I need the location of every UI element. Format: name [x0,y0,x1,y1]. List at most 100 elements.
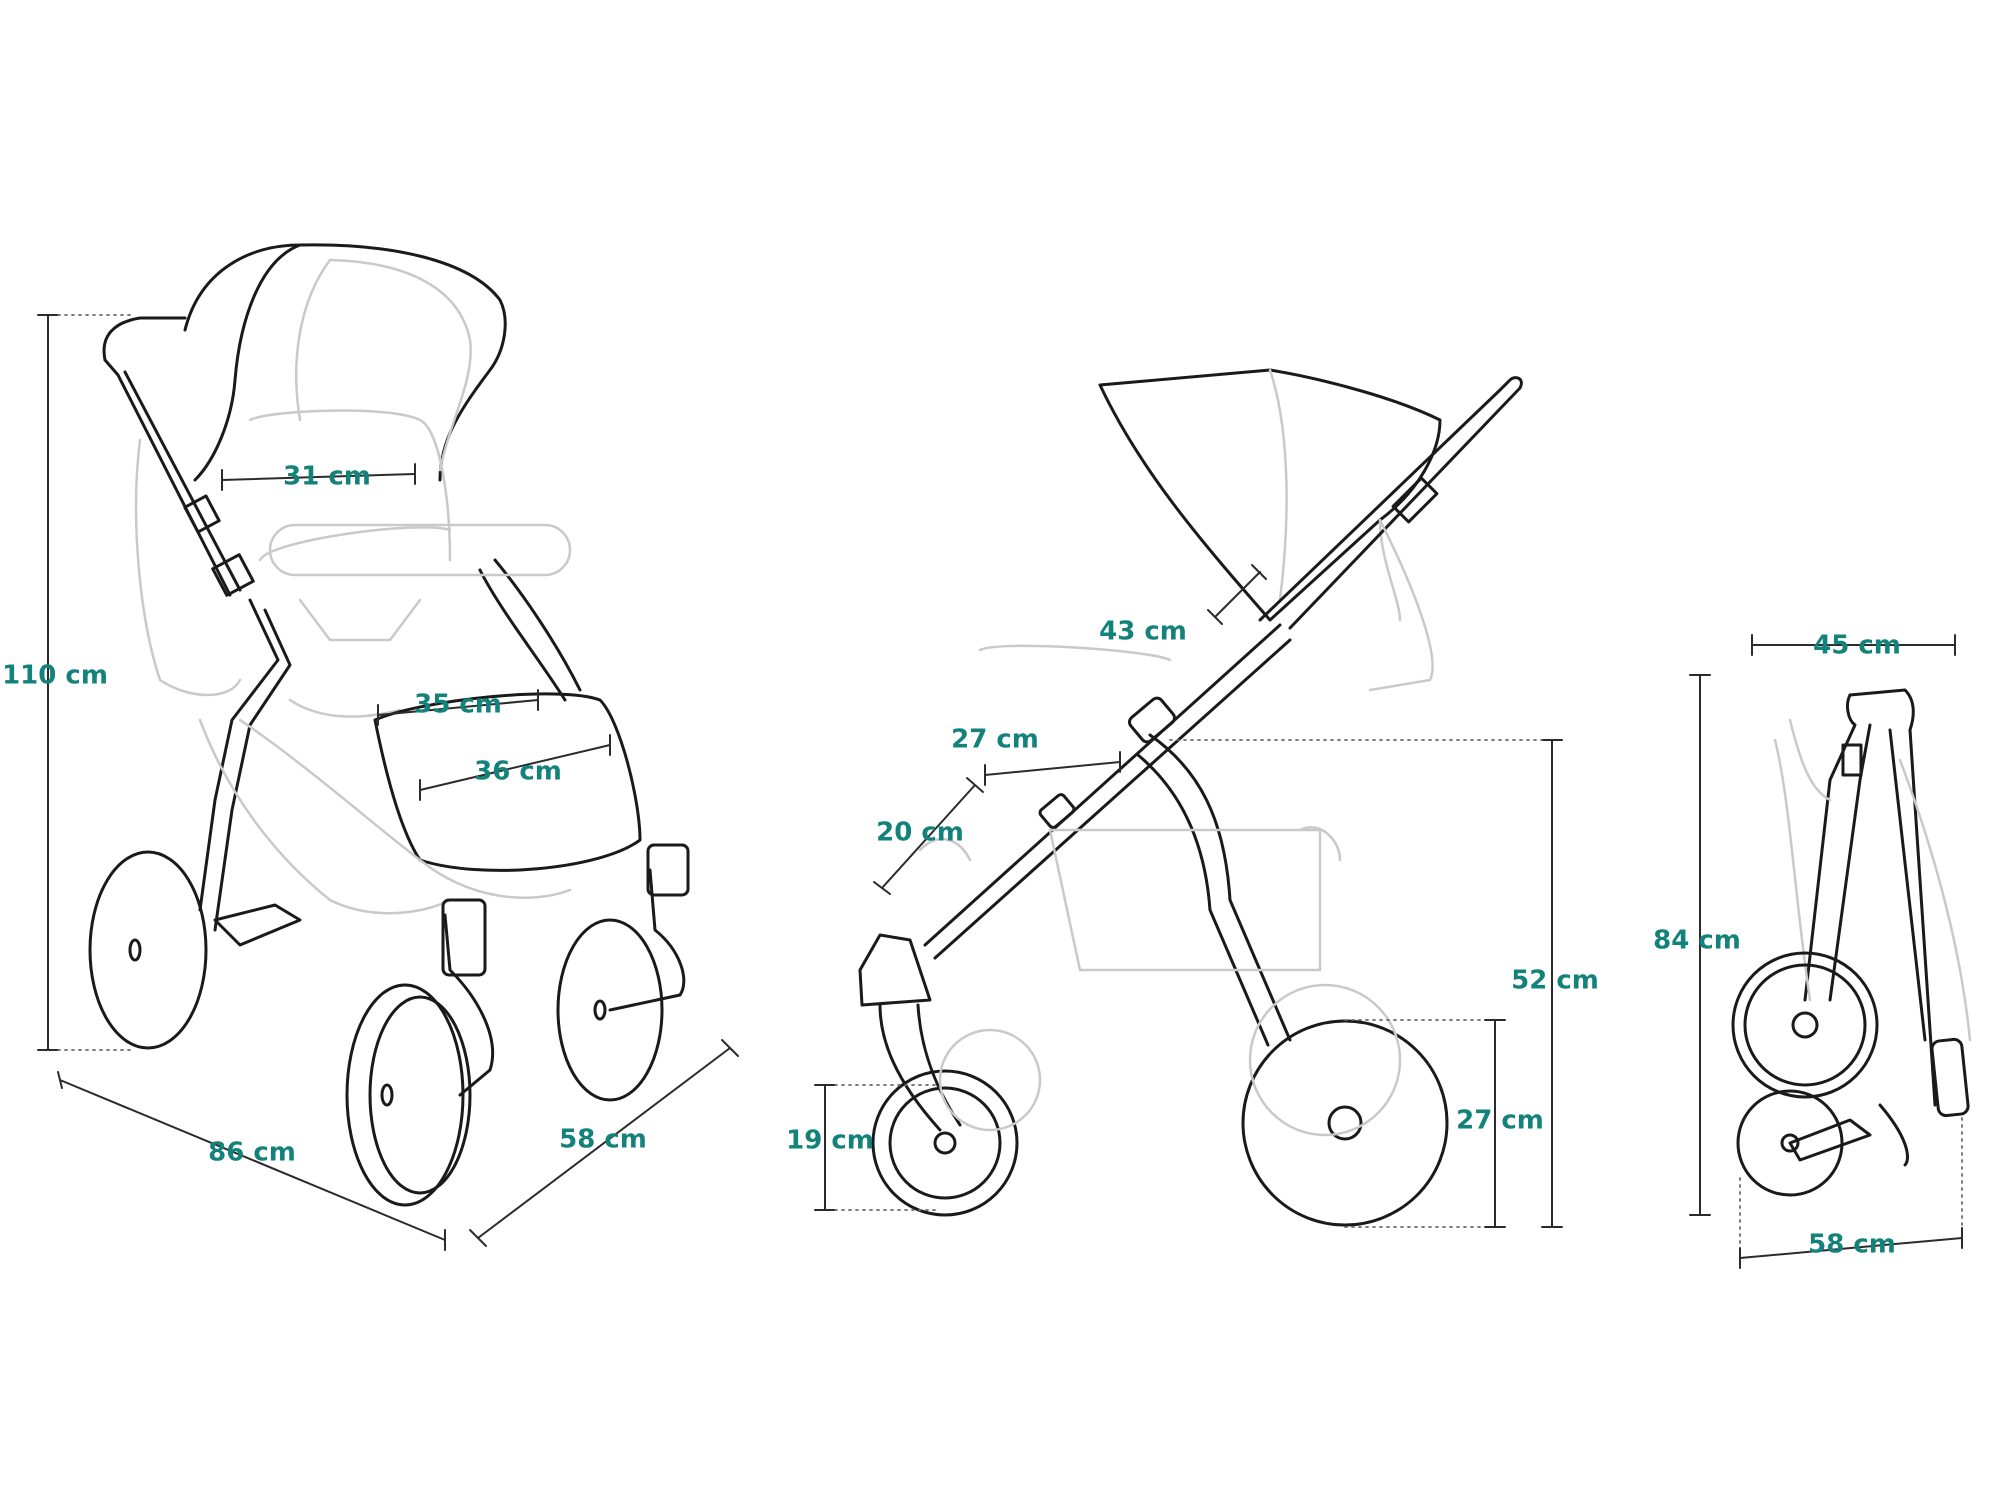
folded-rear-wheel-inner [1743,963,1867,1087]
front-view-stroller [88,243,690,1207]
side-front-fork-2 [916,1003,962,1127]
label-side-front-wheel: 19 cm [786,1126,874,1156]
side-rear-leg [1148,733,1292,1042]
label-side-footrest-length: 20 cm [876,818,964,848]
side-front-wheel-inner [888,1086,1002,1200]
front-left-wheel [345,983,465,1207]
side-lower-joint [1038,793,1076,829]
frame-curve [238,718,572,899]
handle-left-tube [103,358,232,597]
front-left-leg-2 [213,608,292,932]
side-front-frame-2 [933,638,1292,960]
footrest-panel [373,692,642,872]
folded-view-dimensions [1689,634,1963,1269]
basket-bottom [198,718,452,915]
axle-bar [213,903,302,947]
side-bumper [978,644,1172,662]
side-front-wheel-far [938,1028,1042,1132]
canopy-outline [183,243,507,482]
handlebar-top [102,316,187,362]
front-left-swivel [441,898,487,977]
label-folded-length: 58 cm [1808,1230,1896,1260]
harness [298,598,422,642]
folded-joint [1841,743,1863,777]
dim-35-line [377,699,539,716]
label-folded-height: 84 cm [1653,926,1741,956]
handle-joint-1 [183,494,221,534]
side-handle-joint [1391,476,1439,524]
seat-back [248,409,452,562]
side-rear-hub [1327,1105,1363,1141]
label-folded-width: 45 cm [1813,631,1901,661]
handle-joint-2 [211,553,255,597]
side-front-frame [923,623,1282,947]
front-right-wheel [556,918,664,1102]
canopy-inner [328,258,472,472]
seat-cushion [288,698,402,718]
dim-58-folded-line [1739,1237,1963,1259]
label-front-footrest-width: 36 cm [474,757,562,787]
canopy-seam [295,258,332,422]
label-front-seat-width: 31 cm [283,462,371,492]
side-handle-tube [1258,376,1523,630]
side-basket [1048,828,1322,972]
front-right-fork [608,868,686,1012]
side-view-stroller [858,368,1523,1227]
rear-right-tube [493,558,582,692]
label-front-height: 110 cm [2,661,108,691]
side-rear-leg-2 [1136,753,1270,1047]
folded-canopy [1788,718,1832,802]
folded-front-wheel [1736,1089,1844,1197]
front-view-dimensions [37,314,739,1251]
side-rear-wheel-far [1248,983,1402,1137]
front-left-hub [380,1083,394,1107]
label-front-backrest-width: 35 cm [414,690,502,720]
folded-front-tube-2 [1828,723,1872,1002]
front-left-leg [198,598,280,912]
folded-grip [1930,1037,1970,1118]
folded-rear-hub [1791,1011,1819,1039]
dim-20-line [881,784,976,889]
dim-58-front-line [477,1047,731,1239]
dim-43-line [1214,571,1261,618]
front-right-swivel [646,843,690,897]
side-canopy-seam [1268,368,1288,602]
dim-27-seat-line [984,761,1121,776]
label-front-width: 58 cm [559,1125,647,1155]
side-view-dimensions [814,564,1563,1228]
folded-rear-tube [1888,728,1927,1042]
label-side-rear-wheel: 27 cm [1456,1106,1544,1136]
front-right-hub [593,999,607,1021]
side-basket [134,438,242,697]
folded-rear-wheel [1731,951,1879,1099]
canopy-front-edge [193,243,302,482]
label-side-backrest-length: 43 cm [1099,617,1187,647]
side-front-fork [878,1003,942,1132]
side-front-fork-cap [858,933,932,1007]
dim-36-line [419,744,611,791]
rear-left-hub [128,938,142,962]
rear-right-tube-2 [478,568,567,702]
handle-left-tube-2 [123,370,242,592]
dimension-labels: 31 cm 110 cm 35 cm 36 cm 86 cm 58 cm 43 … [2,462,1901,1260]
dim-31-line [221,473,416,481]
side-fold-joint [1127,696,1177,744]
label-side-seat-height: 52 cm [1511,966,1599,996]
label-side-seat-depth: 27 cm [951,725,1039,755]
front-left-wheel-inner [368,995,472,1195]
side-front-wheel [871,1069,1019,1217]
folded-handle [1848,688,1937,1107]
folded-front-fork [1788,1118,1872,1162]
dim-86-line [59,1079,446,1241]
bumper-bar [258,526,452,562]
side-rear-wheel [1241,1019,1449,1227]
rear-left-wheel [88,850,208,1050]
side-seat-back [1368,518,1434,692]
label-front-length: 86 cm [208,1138,296,1168]
folded-stroller [1731,688,1972,1197]
folded-front-tube [1803,693,1857,1002]
bumper-bar-body [268,523,572,577]
side-front-hub [933,1131,957,1155]
